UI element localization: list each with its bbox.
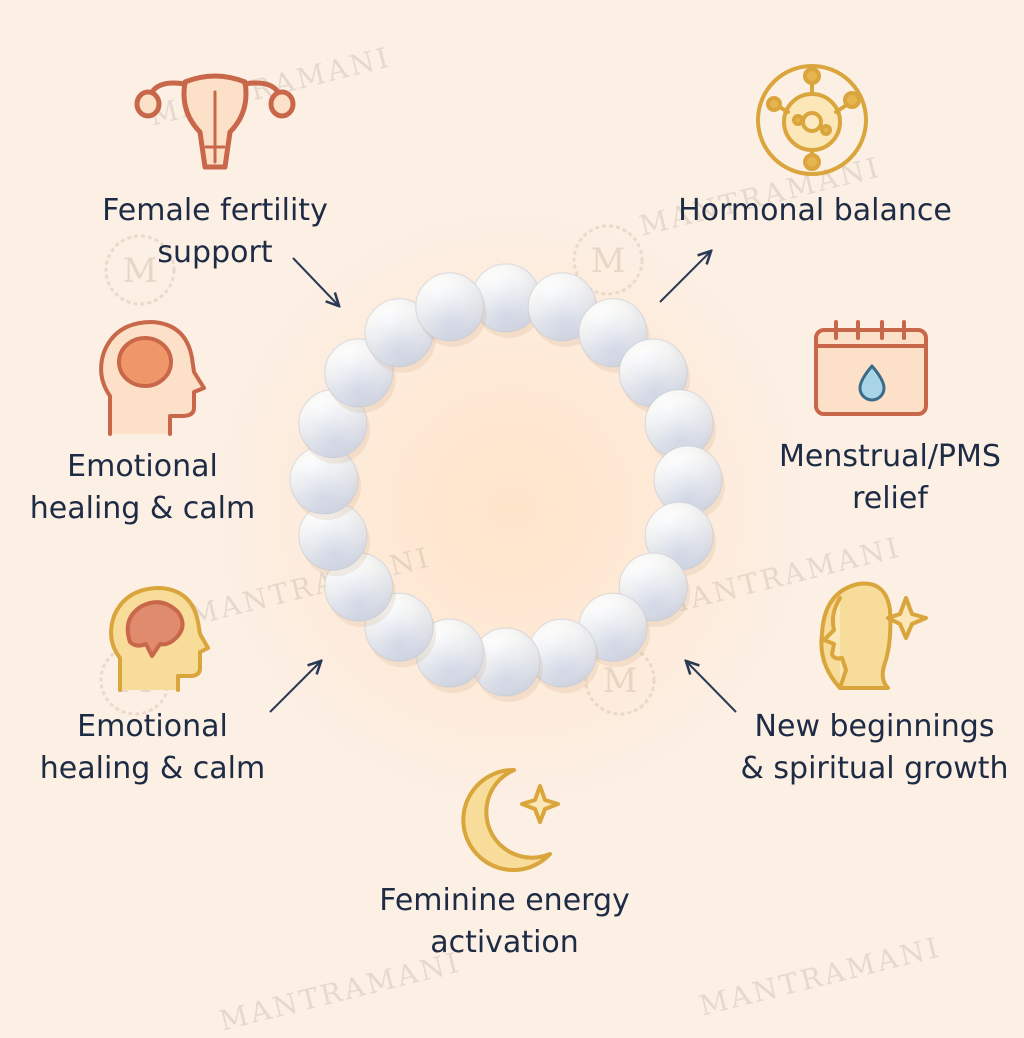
label-emotional-top-line2: healing & calm	[29, 491, 256, 526]
head-profile-icon	[99, 320, 206, 436]
label-menstrual-line1: Menstrual/PMS	[779, 439, 1001, 474]
bead	[527, 272, 600, 347]
crescent-moon-star-icon	[461, 767, 560, 872]
bead	[578, 592, 650, 668]
woman-sparkle-icon	[819, 581, 928, 690]
calendar-drop-icon	[814, 320, 928, 416]
arrow-emotional	[269, 662, 320, 713]
label-fertility-line2: support	[157, 235, 273, 270]
label-beginnings: New beginnings & spiritual growth	[732, 706, 1017, 790]
label-hormonal: Hormonal balance	[660, 190, 970, 232]
bead	[471, 263, 543, 338]
bead	[471, 627, 543, 702]
bead	[415, 272, 487, 347]
label-beginnings-line2: & spiritual growth	[740, 751, 1009, 786]
bead	[289, 445, 361, 520]
arrow-fertility	[292, 257, 338, 305]
hormone-molecule-icon	[756, 64, 868, 176]
label-emotional-bottom-line2: healing & calm	[39, 751, 266, 786]
svg-text:M: M	[591, 241, 626, 281]
label-emotional-top: Emotional healing & calm	[20, 446, 265, 530]
label-fertility-line1: Female fertility	[102, 193, 328, 228]
bead	[324, 552, 396, 627]
bead	[527, 618, 600, 694]
svg-text:M: M	[123, 251, 158, 291]
bead	[298, 501, 370, 577]
uterus-icon	[134, 73, 296, 170]
label-fertility: Female fertility support	[80, 190, 350, 274]
arrow-beginnings	[687, 662, 737, 713]
watermark-emblem-icon: M	[584, 644, 656, 716]
label-menstrual-line2: relief	[852, 481, 928, 516]
bead	[618, 338, 691, 414]
arrow-hormonal	[659, 252, 710, 303]
svg-text:M: M	[603, 661, 638, 701]
label-feminine-line1: Feminine energy	[379, 883, 630, 918]
label-emotional-bottom-line1: Emotional	[77, 709, 228, 744]
label-feminine: Feminine energy activation	[362, 880, 647, 964]
label-beginnings-line1: New beginnings	[754, 709, 995, 744]
label-feminine-line2: activation	[430, 925, 579, 960]
head-brain-icon	[109, 586, 210, 692]
bead	[644, 389, 717, 464]
watermark-emblem-icon: M	[572, 224, 644, 296]
label-hormonal-line1: Hormonal balance	[678, 193, 952, 228]
watermark-emblem-icon: M	[104, 234, 176, 306]
label-emotional-top-line1: Emotional	[67, 449, 218, 484]
bead	[415, 618, 487, 694]
label-menstrual: Menstrual/PMS relief	[760, 436, 1020, 520]
label-emotional-bottom: Emotional healing & calm	[30, 706, 275, 790]
